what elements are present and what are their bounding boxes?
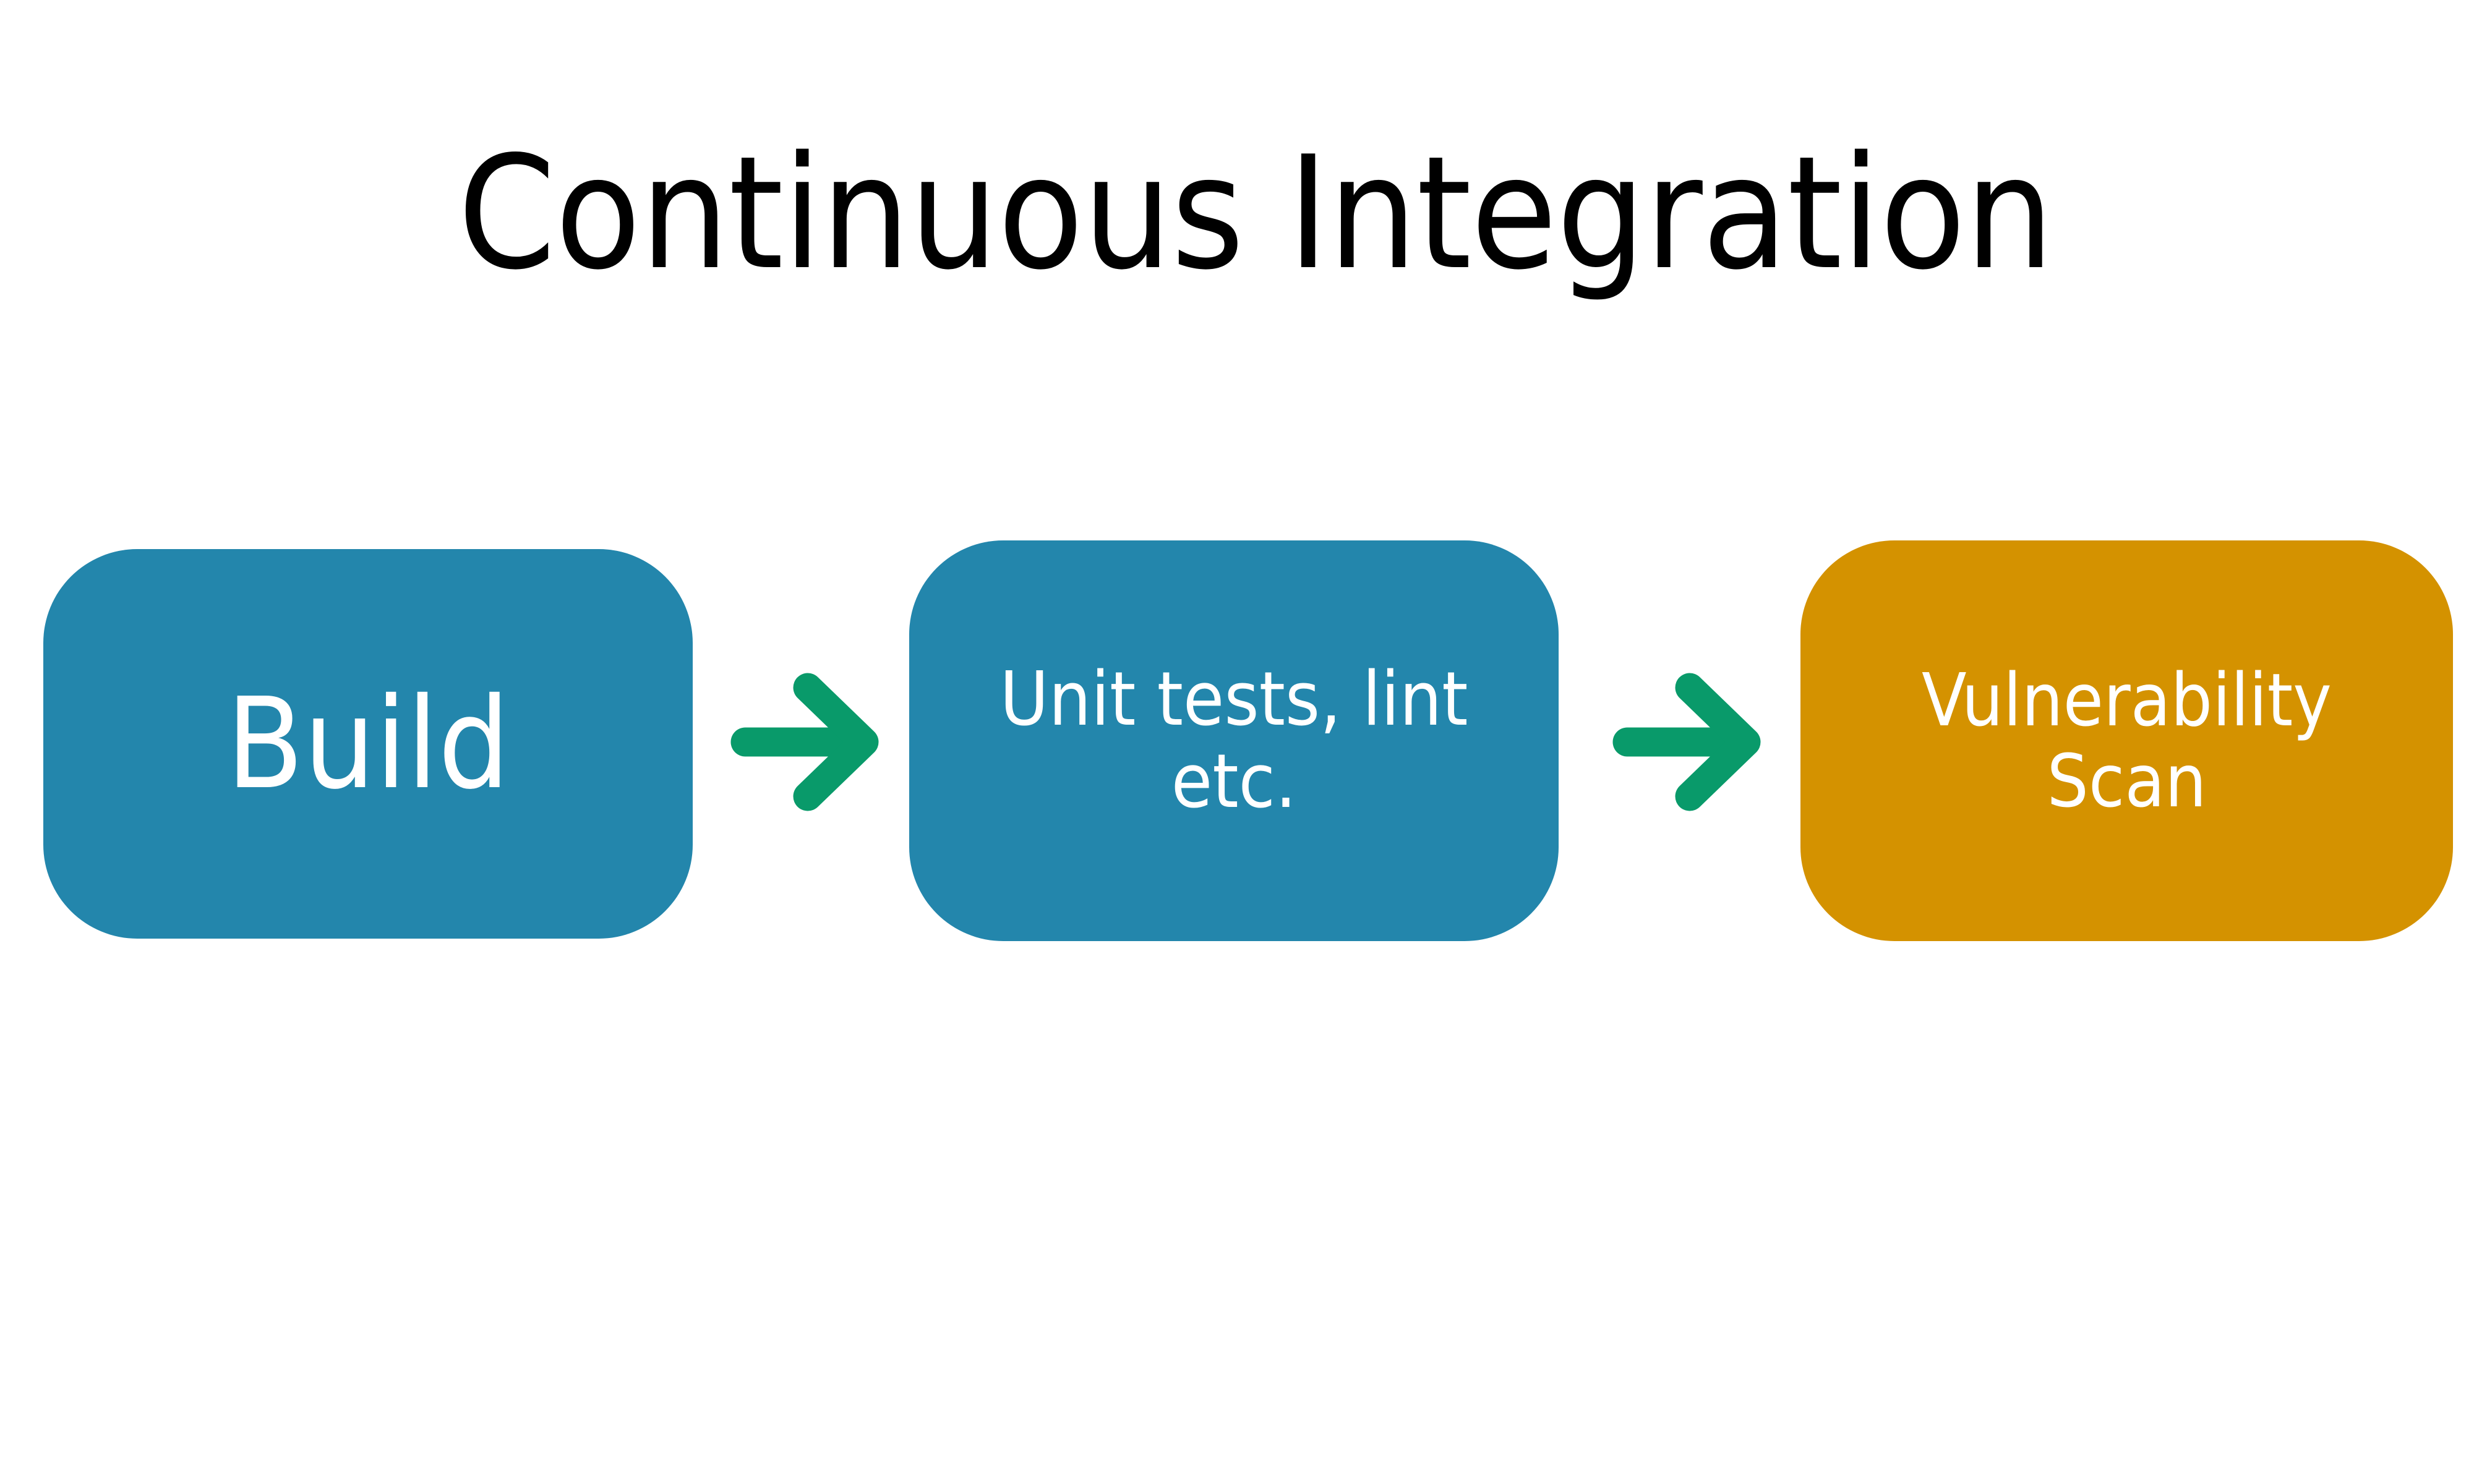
process-node-unit-tests[interactable]: Unit tests, lint etc. xyxy=(909,540,1559,941)
process-node-vulnerability-scan[interactable]: Vulnerability Scan xyxy=(1800,540,2453,941)
arrow-right-glyph xyxy=(730,673,879,811)
arrow-right-glyph xyxy=(1612,673,1761,811)
process-node-vulnerability-scan-label: Vulnerability Scan xyxy=(1921,657,2332,824)
process-node-build[interactable]: Build xyxy=(43,549,693,939)
arrow-right-icon xyxy=(1611,669,1764,815)
process-node-build-label: Build xyxy=(226,670,510,817)
page-title: Continuous Integration xyxy=(458,123,2054,304)
process-node-unit-tests-label: Unit tests, lint etc. xyxy=(999,657,1468,825)
arrow-right-icon xyxy=(729,669,882,815)
